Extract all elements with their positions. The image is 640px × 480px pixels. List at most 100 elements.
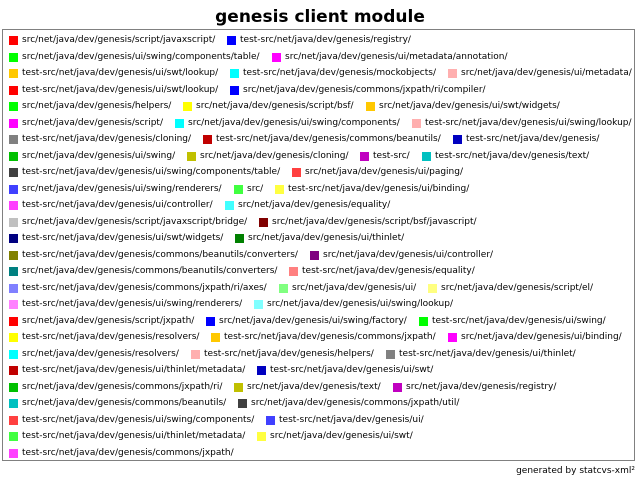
legend-label: src/net/java/dev/genesis/script/el/ xyxy=(441,282,594,293)
legend-label: test-src/net/java/dev/genesis/ui/swing/r… xyxy=(22,299,243,309)
legend-swatch xyxy=(9,52,18,62)
legend-swatch xyxy=(9,184,18,194)
legend-label: src/net/java/dev/genesis/resolvers/ xyxy=(22,348,179,359)
legend-swatch xyxy=(230,69,239,78)
legend-label: src/net/java/dev/genesis/script/bsf/ xyxy=(196,101,354,111)
legend-label: src/net/java/dev/genesis/commons/jxpath/… xyxy=(22,381,223,392)
legend-label: src/net/java/dev/genesis/script/javaxscr… xyxy=(22,216,248,227)
legend-swatch xyxy=(393,382,402,392)
legend-label: test-src/net/java/dev/genesis/ xyxy=(466,134,600,144)
legend-label: src/net/java/dev/genesis/ui/ xyxy=(292,282,417,293)
legend-swatch xyxy=(9,316,18,326)
legend-swatch xyxy=(9,201,18,210)
legend-swatch xyxy=(254,300,263,309)
legend-swatch xyxy=(428,283,437,293)
legend-swatch xyxy=(191,349,200,359)
legend-label: src/net/java/dev/genesis/equality/ xyxy=(238,200,391,210)
legend-label: src/net/java/dev/genesis/ui/swing/compon… xyxy=(22,51,260,62)
legend-label: src/net/java/dev/genesis/ui/swing/render… xyxy=(22,183,222,194)
legend-label: src/net/java/dev/genesis/commons/jxpath/… xyxy=(243,84,486,95)
legend-label: src/net/java/dev/genesis/script/jxpath/ xyxy=(22,315,195,326)
legend-label: src/net/java/dev/genesis/ui/metadata/ xyxy=(461,68,632,78)
legend-label: test-src/net/java/dev/genesis/commons/be… xyxy=(216,134,441,144)
legend-swatch xyxy=(9,102,18,111)
legend-swatch xyxy=(448,333,457,342)
legend-label: test-src/net/java/dev/genesis/helpers/ xyxy=(204,348,374,359)
legend-label: src/ xyxy=(247,183,264,194)
legend-label: test-src/net/java/dev/genesis/ui/thinlet… xyxy=(22,431,246,441)
legend-label: test-src/net/java/dev/genesis/ui/binding… xyxy=(288,183,470,194)
legend-swatch xyxy=(9,366,18,375)
chart-legend: src/net/java/dev/genesis/script/javaxscr… xyxy=(2,29,635,461)
legend-swatch xyxy=(453,135,462,144)
legend-label: src/net/java/dev/genesis/commons/jxpath/… xyxy=(251,398,460,408)
legend-swatch xyxy=(310,250,319,260)
legend-label: test-src/net/java/dev/genesis/ui/control… xyxy=(22,200,213,210)
legend-swatch xyxy=(9,283,18,293)
legend-swatch xyxy=(9,349,18,359)
legend-swatch xyxy=(230,85,239,95)
legend-swatch xyxy=(175,118,184,128)
legend-label: test-src/net/java/dev/genesis/ui/thinlet… xyxy=(399,348,576,359)
generator-footer: generated by statcvs-xml² xyxy=(516,466,635,476)
legend-label: test-src/ xyxy=(373,150,410,161)
legend-swatch xyxy=(234,382,243,392)
legend-swatch xyxy=(9,36,18,45)
legend-swatch xyxy=(386,349,395,359)
legend-label: src/net/java/dev/genesis/ui/swing/ xyxy=(22,150,176,161)
legend-swatch xyxy=(9,151,18,161)
legend-label: test-src/net/java/dev/genesis/commons/jx… xyxy=(22,282,267,293)
legend-swatch xyxy=(203,135,212,144)
legend-label: test-src/net/java/dev/genesis/ui/swing/l… xyxy=(425,117,632,128)
legend-swatch xyxy=(9,135,18,144)
legend-label: src/net/java/dev/genesis/ui/metadata/ann… xyxy=(285,51,508,62)
legend-swatch xyxy=(272,52,281,62)
legend-label: src/net/java/dev/genesis/cloning/ xyxy=(200,150,349,161)
legend-swatch xyxy=(227,36,236,45)
legend-swatch xyxy=(9,382,18,392)
legend-label: test-src/net/java/dev/genesis/ui/swing/c… xyxy=(22,167,281,177)
legend-swatch xyxy=(9,399,18,408)
legend-label: test-src/net/java/dev/genesis/mockobject… xyxy=(243,68,436,78)
legend-label: src/net/java/dev/genesis/ui/thinlet/ xyxy=(248,233,405,243)
legend-swatch xyxy=(9,85,18,95)
legend-swatch xyxy=(257,366,266,375)
legend-swatch xyxy=(9,267,18,276)
legend-label: test-src/net/java/dev/genesis/ui/swt/ xyxy=(270,365,434,375)
legend-label: src/net/java/dev/genesis/helpers/ xyxy=(22,101,172,111)
legend-swatch xyxy=(183,102,192,111)
legend-swatch xyxy=(448,69,457,78)
legend-swatch xyxy=(9,415,18,425)
legend-swatch xyxy=(234,184,243,194)
legend-label: test-src/net/java/dev/genesis/cloning/ xyxy=(22,134,192,144)
legend-swatch xyxy=(9,448,18,458)
legend-label: test-src/net/java/dev/genesis/ui/swt/wid… xyxy=(22,233,224,243)
legend-label: src/net/java/dev/genesis/ui/paging/ xyxy=(305,167,464,177)
legend-swatch xyxy=(259,217,268,227)
legend-label: src/net/java/dev/genesis/text/ xyxy=(247,381,381,392)
legend-swatch xyxy=(187,151,196,161)
legend-swatch xyxy=(9,250,18,260)
legend-swatch xyxy=(422,151,431,161)
legend-label: src/net/java/dev/genesis/registry/ xyxy=(406,381,557,392)
chart-title: genesis client module xyxy=(215,7,425,27)
legend-swatch xyxy=(9,168,18,177)
legend-label: test-src/net/java/dev/genesis/ui/thinlet… xyxy=(22,365,246,375)
legend-label: test-src/net/java/dev/genesis/commons/be… xyxy=(22,249,298,260)
legend-swatch xyxy=(266,415,275,425)
legend-label: src/net/java/dev/genesis/script/bsf/java… xyxy=(272,216,477,227)
legend-label: test-src/net/java/dev/genesis/text/ xyxy=(435,150,590,161)
legend-swatch xyxy=(289,267,298,276)
legend-label: test-src/net/java/dev/genesis/registry/ xyxy=(240,35,411,45)
legend-label: src/net/java/dev/genesis/ui/swt/widgets/ xyxy=(379,101,560,111)
legend-swatch xyxy=(366,102,375,111)
legend-label: test-src/net/java/dev/genesis/commons/jx… xyxy=(22,447,234,458)
legend-swatch xyxy=(206,316,215,326)
legend-swatch xyxy=(9,300,18,309)
legend-swatch xyxy=(211,333,220,342)
legend-swatch xyxy=(360,151,369,161)
legend-swatch xyxy=(279,283,288,293)
legend-swatch xyxy=(9,432,18,441)
legend-label: src/net/java/dev/genesis/script/ xyxy=(22,117,163,128)
legend-swatch xyxy=(9,118,18,128)
